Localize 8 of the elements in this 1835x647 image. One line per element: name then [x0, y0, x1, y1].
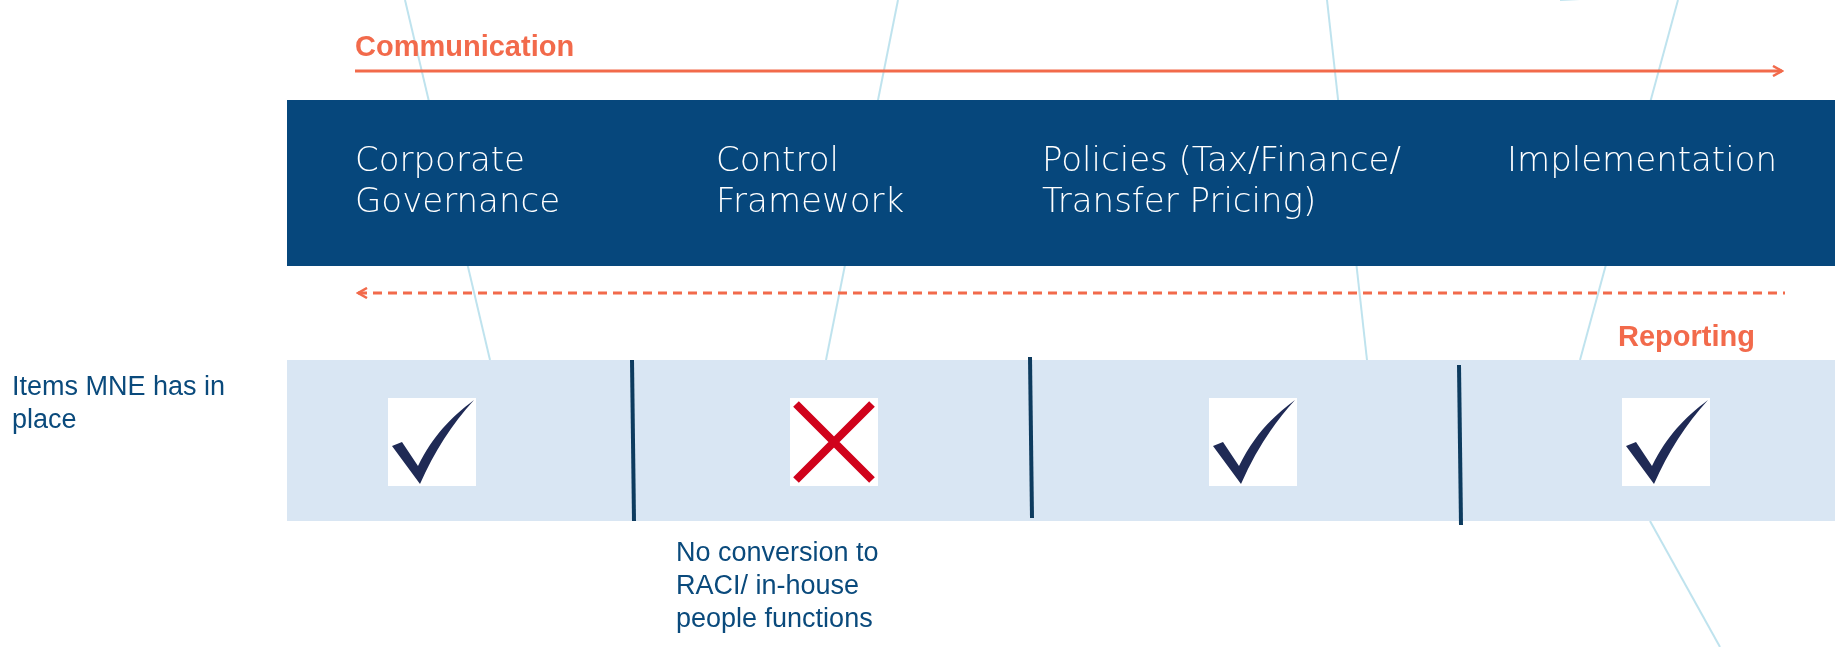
column-heading: Implementation: [1507, 139, 1777, 180]
heading-label: Communication: [355, 30, 575, 63]
column-heading: Policies (Tax/Finance/ Transfer Pricing): [1042, 139, 1462, 221]
column-heading: Control Framework: [716, 139, 1026, 221]
row-label: Items MNE has in place: [12, 370, 227, 436]
note-text: No conversion to RACI/ in-house people functions: [676, 536, 880, 635]
heading-label: Reporting: [1618, 320, 1755, 353]
column-heading: Corporate Governance: [355, 139, 665, 221]
